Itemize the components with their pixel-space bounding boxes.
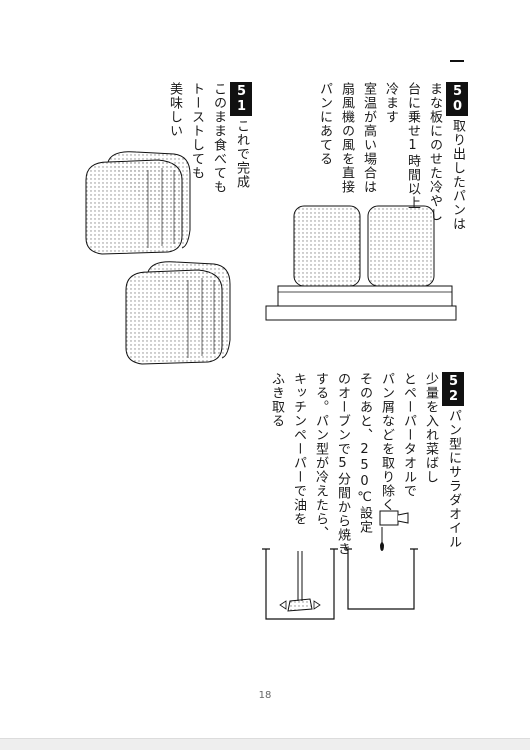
cooling-rack-illustration (265, 205, 457, 321)
finished-bread-illustration (85, 151, 231, 365)
step-52-line: パン屑などを取り除く (379, 372, 394, 512)
step-number-badge: 52 (442, 372, 464, 406)
step-50-heading: 50 取り出したパンは (446, 82, 468, 231)
step-51-line: このまま食べても (211, 82, 226, 194)
step-50-line: パンにあてる (317, 82, 332, 166)
step-50-first-line: 取り出したパンは (450, 119, 465, 231)
pan-wiping-illustration (262, 548, 338, 620)
corner-mark (450, 60, 464, 62)
footer-strip (0, 738, 530, 750)
step-52-line: とペーパータオルで (401, 372, 416, 498)
page-number: 18 (258, 690, 272, 701)
step-52-line: ふき取る (269, 372, 284, 428)
step-52-line: のオーブンで5分間から焼き (335, 372, 350, 556)
step-50-line: 扇風機の風を直接 (339, 82, 354, 194)
step-51-heading: 51 これで完成 (230, 82, 252, 189)
step-number-badge: 51 (230, 82, 252, 116)
step-51-line: 美味しい (167, 82, 182, 138)
step-50-line: まな板にのせた冷やし (427, 82, 442, 222)
step-52-line: キッチンペーパーで油を (291, 372, 306, 526)
step-52-line: する。パン型が冷えたら、 (313, 372, 328, 540)
step-52-line: そのあと、250℃設定 (357, 372, 372, 534)
step-52-first-line: パン型にサラダオイル (446, 409, 461, 549)
step-50-line: 室温が高い場合は (361, 82, 376, 194)
step-52-heading: 52 パン型にサラダオイル (442, 372, 464, 549)
step-number-badge: 50 (446, 82, 468, 116)
step-51-line: トーストしても (189, 82, 204, 180)
pan-oiling-illustration (344, 510, 418, 610)
step-50-line: 冷ます (383, 82, 398, 124)
step-51-first-line: これで完成 (234, 119, 249, 189)
step-50-line: 台に乗せ1時間以上 (405, 82, 420, 210)
step-52-line: 少量を入れ菜ばし (423, 372, 438, 484)
